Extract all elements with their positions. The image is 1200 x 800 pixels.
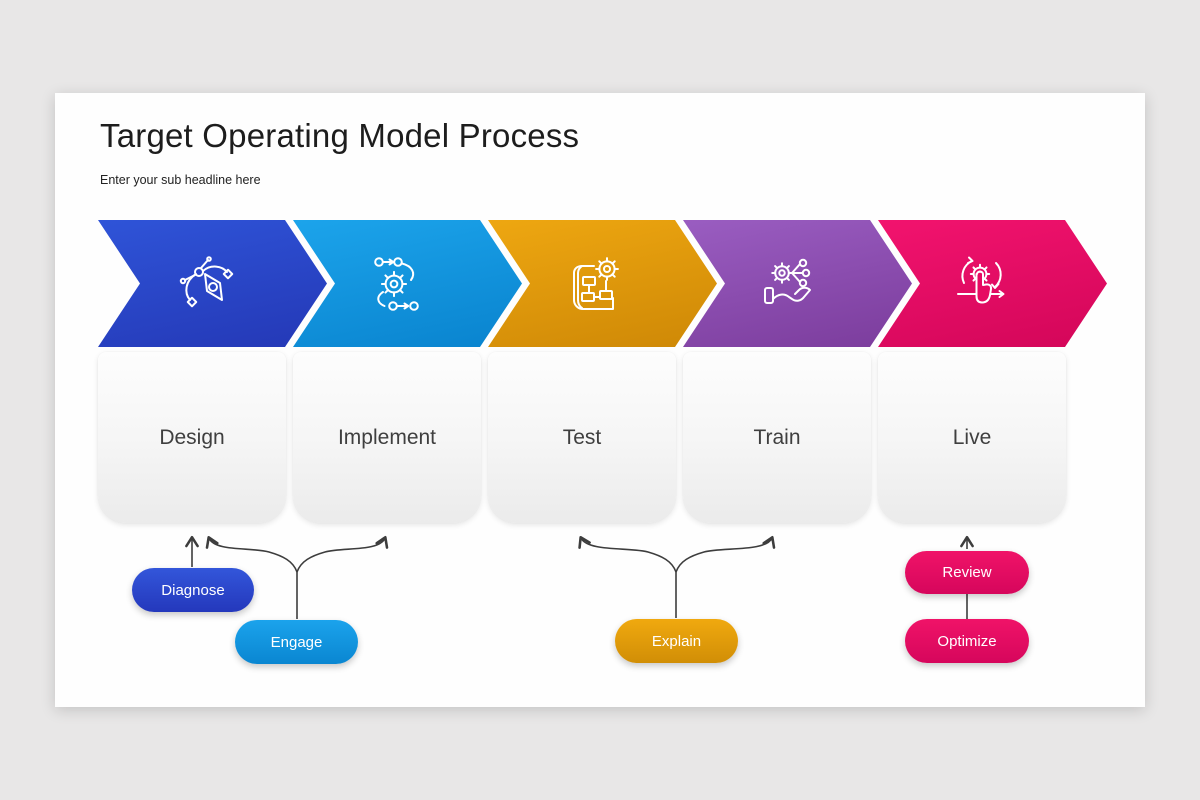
step-label: Implement bbox=[337, 425, 437, 449]
connector-engage-implement bbox=[296, 535, 389, 573]
tag-label: Review bbox=[942, 564, 992, 581]
step-arrow-live bbox=[878, 220, 1107, 347]
tag-pill-diagnose: Diagnose bbox=[132, 568, 254, 612]
tag-pill-explain: Explain bbox=[615, 619, 738, 663]
tag-pill-review: Review bbox=[905, 551, 1029, 594]
connector-explain-test bbox=[578, 536, 677, 573]
step-arrow-train bbox=[683, 220, 912, 347]
hand-gear-network-icon bbox=[764, 258, 811, 304]
tag-label: Explain bbox=[651, 632, 702, 650]
page-subtitle: Enter your sub headline here bbox=[100, 173, 261, 187]
step-label: Test bbox=[562, 425, 602, 449]
step-arrow-design bbox=[98, 220, 327, 347]
tag-pill-optimize: Optimize bbox=[905, 619, 1029, 663]
slide: Target Operating Model Process Enter you… bbox=[55, 93, 1145, 707]
step-card-design: Design bbox=[98, 352, 286, 523]
pen-tool-icon bbox=[179, 256, 234, 308]
step-label: Train bbox=[753, 425, 801, 449]
step-card-train: Train bbox=[683, 352, 871, 523]
tag-pill-engage: Engage bbox=[235, 620, 358, 664]
step-card-live: Live bbox=[878, 352, 1066, 523]
page-title: Target Operating Model Process bbox=[100, 117, 580, 154]
press-gear-cycle-icon bbox=[957, 256, 1005, 304]
step-arrow-test bbox=[488, 220, 717, 347]
tag-label: Optimize bbox=[937, 632, 997, 650]
step-card-implement: Implement bbox=[293, 352, 481, 523]
blueprint-gear-icon bbox=[573, 257, 619, 310]
process-gear-icon bbox=[374, 257, 419, 311]
tag-label: Diagnose bbox=[161, 581, 225, 599]
step-card-test: Test bbox=[488, 352, 676, 523]
step-label: Live bbox=[952, 425, 992, 449]
step-label: Design bbox=[159, 425, 225, 449]
connector-explain-train bbox=[675, 535, 776, 573]
step-arrow-implement bbox=[293, 220, 522, 347]
tag-label: Engage bbox=[270, 633, 323, 651]
connector-engage-design bbox=[205, 535, 298, 573]
